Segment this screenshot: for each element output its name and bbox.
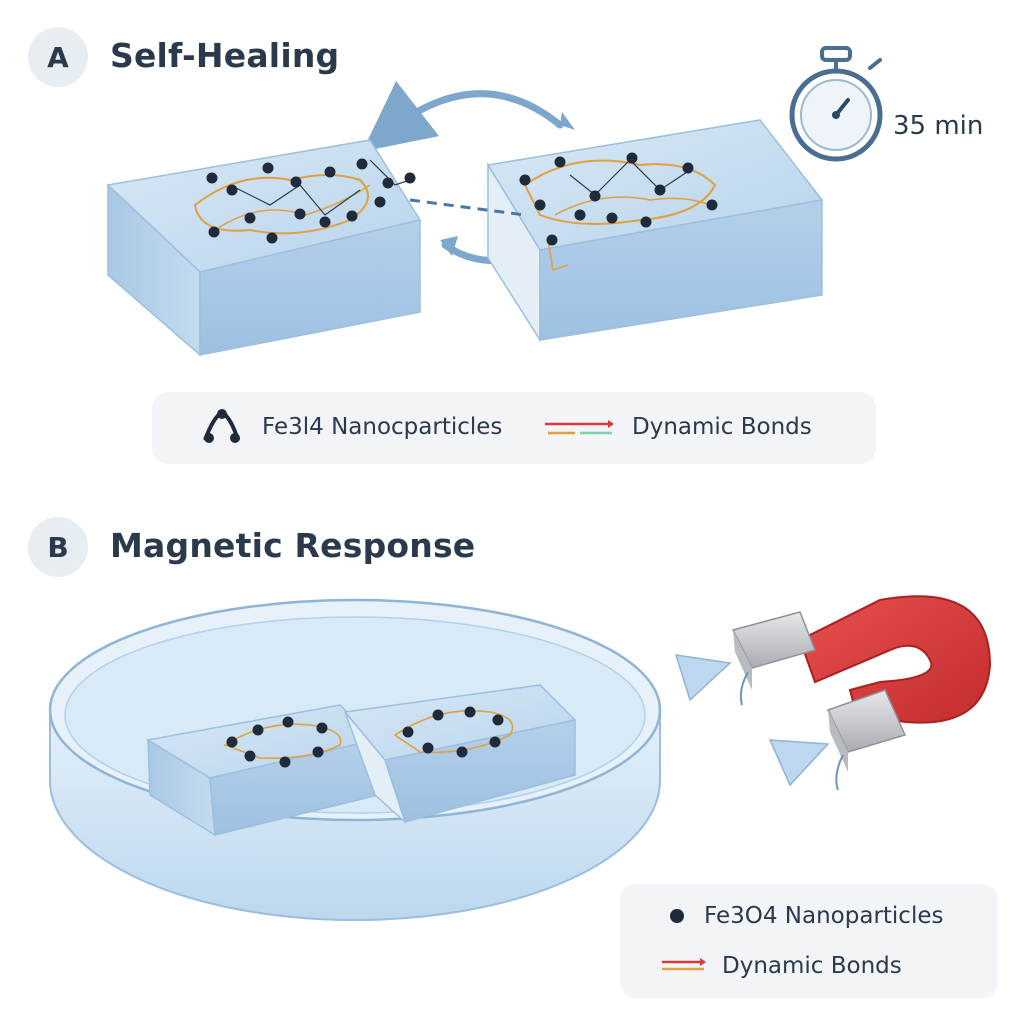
- nanoparticle-dot: [245, 213, 256, 224]
- nanoparticle-dot: [590, 191, 601, 202]
- nanoparticle-dot: [575, 210, 586, 221]
- horseshoe-magnet-icon: [733, 596, 990, 790]
- nanoparticle-dot: [263, 163, 274, 174]
- nanoparticle-dot: [423, 743, 434, 754]
- timer-label: 35 min: [893, 111, 983, 141]
- nanoparticle-dot: [465, 707, 476, 718]
- nanoparticle-dot: [317, 723, 328, 734]
- nanoparticle-dot: [555, 157, 566, 168]
- arrow-approach: [390, 94, 560, 130]
- nanoparticle-dot: [383, 178, 394, 189]
- panel-b-title: Magnetic Response: [110, 526, 475, 565]
- panel-b-badge: B: [28, 517, 88, 577]
- stopwatch-icon: [792, 48, 880, 159]
- nanoparticle-dot: [607, 213, 618, 224]
- panel-b-legend-bonds-label: Dynamic Bonds: [722, 953, 902, 979]
- nanoparticle-dot: [683, 163, 694, 174]
- panel-b-legend-nanoparticles-label: Fe3O4 Nanoparticles: [704, 903, 943, 929]
- nanoparticle-dot: [707, 200, 718, 211]
- nanoparticle-dot: [227, 185, 238, 196]
- nanoparticle-dot: [320, 217, 331, 228]
- hydrogel-block-left: [108, 140, 420, 355]
- nanoparticle-dot: [267, 233, 278, 244]
- nanoparticle-dot: [655, 185, 666, 196]
- nanoparticle-dot: [291, 177, 302, 188]
- field-arrow-bottom: [770, 740, 828, 785]
- nanoparticle-dot: [457, 747, 468, 758]
- nanoparticle-dot: [280, 757, 291, 768]
- nanoparticle-dot: [347, 211, 358, 222]
- nanoparticle-dot: [253, 725, 264, 736]
- panel-a-legend-nanoparticles-label: Fe3l4 Nanocparticles: [262, 414, 502, 440]
- nanoparticle-dot: [490, 737, 501, 748]
- nanoparticle-dot: [520, 175, 531, 186]
- nanoparticle-dot: [641, 217, 652, 228]
- nanoparticle-dot: [209, 227, 220, 238]
- panel-a-legend-bonds-label: Dynamic Bonds: [632, 414, 812, 440]
- nanoparticle-dot: [207, 173, 218, 184]
- nanoparticle-dot: [433, 710, 444, 721]
- nanoparticle-dot: [375, 197, 386, 208]
- hydrogel-block-right: [488, 120, 822, 340]
- nanoparticle-dot: [627, 153, 638, 164]
- nanoparticle-dot: [245, 751, 256, 762]
- nanoparticle-dot: [295, 209, 306, 220]
- nanoparticle-dot: [535, 200, 546, 211]
- nanoparticle-dot: [547, 235, 558, 246]
- nanoparticle-dot: [227, 737, 238, 748]
- nanoparticle-dot: [403, 727, 414, 738]
- nanoparticle-dot: [325, 167, 336, 178]
- nanoparticle-dot: [493, 715, 504, 726]
- nanoparticle-dot: [283, 717, 294, 728]
- nanoparticle-dot: [313, 747, 324, 758]
- nanoparticle-dot: [405, 173, 416, 184]
- field-arrow-top: [676, 655, 730, 700]
- nanoparticle-dot: [357, 159, 368, 170]
